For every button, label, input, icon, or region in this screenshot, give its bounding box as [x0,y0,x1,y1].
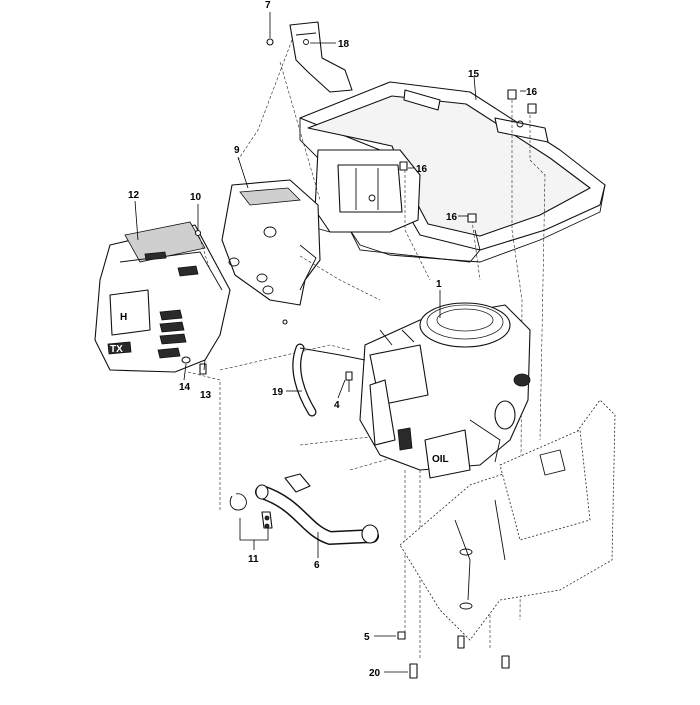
leader-lines [134,12,526,673]
callout-11: 11 [248,554,259,565]
callout-6: 6 [314,560,320,571]
hood-badge: TX [110,344,123,355]
callout-5: 5 [364,632,370,643]
callout-10: 10 [190,192,202,203]
screw-7 [266,38,274,46]
screw-10 [194,229,202,237]
callout-13: 13 [200,390,212,401]
callout-19: 19 [272,387,284,398]
callout-16-right: 16 [446,212,458,223]
callout-12: 12 [128,190,140,201]
nut-5 [397,631,406,640]
nut-16-right [467,213,477,223]
fasteners[interactable] [181,38,537,679]
callout-16-top: 16 [526,87,538,98]
callout-16-mid: 16 [416,164,428,175]
callout-15: 15 [468,69,480,80]
inner-shroud-part[interactable] [221,179,321,306]
nut-16-mid [399,161,408,171]
hood-part[interactable]: H TX [94,221,231,373]
nut-16-top [507,89,537,114]
screw-small [282,319,288,325]
callout-7: 7 [265,0,271,11]
hood-logo: H [120,312,127,323]
callout-4: 4 [334,400,340,411]
exhaust-pipe-part[interactable] [255,473,379,546]
engine-part[interactable]: OIL [359,302,531,479]
callout-labels: 7 18 15 16 16 16 9 12 10 1 19 4 14 13 11… [128,0,538,679]
exhaust-clamp-part[interactable] [229,493,273,529]
callout-20: 20 [369,668,381,679]
callout-9: 9 [234,145,240,156]
bolt-20 [409,635,510,679]
front-frame-part[interactable] [299,81,606,263]
bolt-4 [345,371,353,392]
hose-part[interactable] [292,343,366,417]
engine-panel-label: OIL [432,454,449,465]
callout-1: 1 [436,279,442,290]
screw-14 [181,356,191,364]
callout-14: 14 [179,382,191,393]
callout-18: 18 [338,39,350,50]
upper-bracket-part[interactable] [289,21,353,93]
chassis-part[interactable] [399,399,616,641]
screw-13 [199,363,207,375]
